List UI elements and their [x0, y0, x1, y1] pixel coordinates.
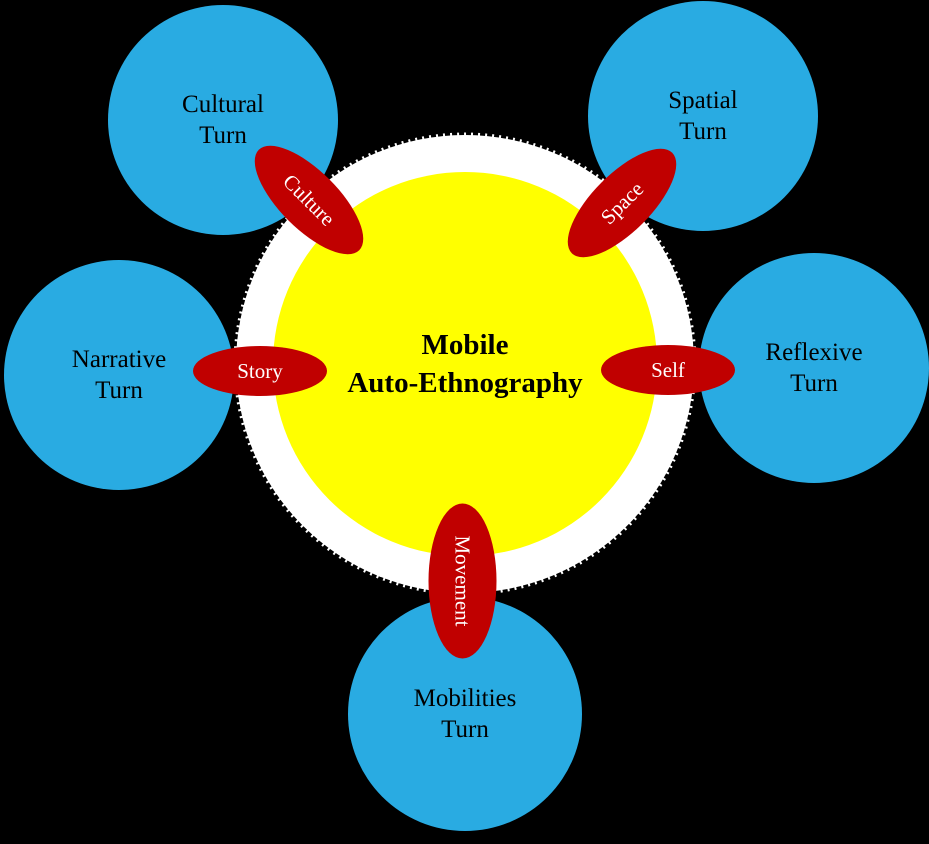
node-narrative-turn-label: Narrative Turn: [71, 346, 167, 404]
link-story-label: Story: [237, 358, 283, 383]
node-spatial-turn-label: Spatial Turn: [668, 87, 738, 145]
link-space-label: Space: [595, 176, 648, 229]
link-movement: Movement: [428, 503, 497, 659]
node-cultural-turn: Cultural Turn: [108, 5, 338, 235]
node-reflexive-turn-label: Reflexive Turn: [765, 339, 863, 397]
link-self-label: Self: [651, 357, 685, 382]
diagram-title: Mobile Auto-Ethnography: [347, 329, 583, 399]
link-movement-label: Movement: [451, 535, 475, 627]
link-story: Story: [193, 346, 327, 396]
link-self: Self: [601, 345, 735, 395]
node-cultural-turn-label: Cultural Turn: [182, 91, 264, 149]
node-reflexive-turn: Reflexive Turn: [699, 253, 929, 483]
node-mobilities-turn-label: Mobilities Turn: [413, 685, 517, 743]
center-disc: [273, 172, 657, 556]
